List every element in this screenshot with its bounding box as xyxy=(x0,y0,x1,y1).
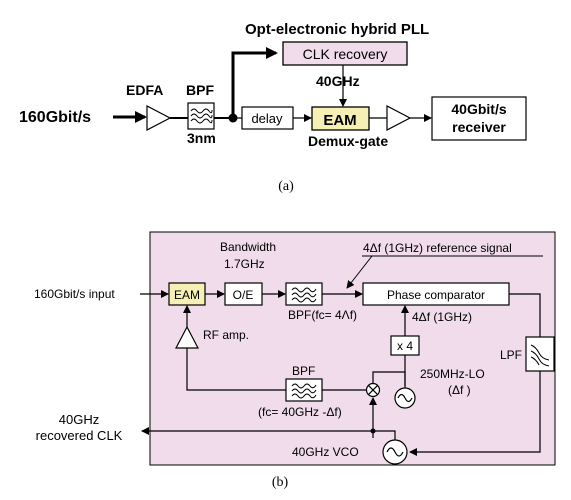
splitter-to-clk-arrow xyxy=(231,47,278,114)
lower-bpf-label: BPF xyxy=(292,364,315,378)
recovered-clk-line1: 40GHz xyxy=(59,412,99,427)
bpf-to-rf-amp-line xyxy=(186,348,286,391)
vco-oscillator-icon xyxy=(382,439,408,465)
rf-amplifier-icon xyxy=(175,325,199,349)
phase-comparator-label: Phase comparator xyxy=(387,288,485,302)
clk-recovery-box xyxy=(282,41,408,66)
lo-to-mixer-line xyxy=(372,371,406,388)
bandwidth-value: 1.7GHz xyxy=(224,257,265,271)
receiver-line2: receiver xyxy=(452,119,506,135)
multiplier-label: x 4 xyxy=(397,339,413,353)
input-label: 160Gbit/s input xyxy=(34,287,115,301)
eam-label-b: EAM xyxy=(174,288,200,302)
eam-label: EAM xyxy=(323,112,356,129)
lower-bpf-fc-label: (fc= 40GHz -Δf) xyxy=(258,405,342,419)
edfa-label: EDFA xyxy=(126,82,163,98)
lpf-label: LPF xyxy=(500,348,522,362)
rf-amp-label: RF amp. xyxy=(203,328,249,342)
splitter-dot xyxy=(228,113,238,123)
receiver-box xyxy=(431,96,527,141)
pll-background xyxy=(149,231,556,466)
four-delta-f-label: 4Δf (1GHz) xyxy=(412,310,472,324)
lower-bpf-filter-icon xyxy=(285,378,323,402)
pll-title: Opt-electronic hybrid PLL xyxy=(245,21,429,38)
caption-a: (a) xyxy=(278,179,294,194)
delay-label: delay xyxy=(251,111,283,126)
bandwidth-label: Bandwidth xyxy=(220,240,276,254)
bpf-filter-icon xyxy=(187,102,215,130)
reference-pointer-arrow xyxy=(346,255,373,289)
receiver-line1: 40Gbit/s xyxy=(451,101,506,117)
demux-gate-label: Demux-gate xyxy=(308,133,388,149)
freq-40ghz-label: 40GHz xyxy=(316,73,360,89)
lo-label: 250MHz-LO xyxy=(420,367,485,381)
vco-label: 40GHz VCO xyxy=(292,445,359,459)
bpf-bandwidth-label: 3nm xyxy=(187,130,216,146)
lpf-to-vco-arrow xyxy=(409,371,541,456)
recovered-clk-line2: recovered CLK xyxy=(36,428,123,443)
receiver-amplifier-icon xyxy=(386,105,412,131)
lo-oscillator-icon xyxy=(394,387,416,409)
vco-to-output-line xyxy=(373,430,396,440)
mixer-icon xyxy=(365,382,381,398)
reference-signal-label: 4Δf (1GHz) reference signal xyxy=(363,241,512,255)
upper-bpf-filter-icon xyxy=(285,282,323,306)
caption-b: (b) xyxy=(272,475,289,490)
clk-recovery-label: CLK recovery xyxy=(303,46,388,62)
bpf-label: BPF xyxy=(186,82,214,98)
oe-label: O/E xyxy=(233,288,254,302)
panel-b: Bandwidth 1.7GHz 4Δf (1GHz) reference si… xyxy=(34,231,556,490)
upper-bpf-label: BPF(fc= 4Λf) xyxy=(288,308,357,322)
comparator-to-lpf-line xyxy=(509,293,541,337)
edfa-amplifier-icon xyxy=(146,105,172,131)
input-rate-label: 160Gbit/s xyxy=(19,109,91,126)
panel-a: Opt-electronic hybrid PLL CLK recovery 4… xyxy=(19,21,527,194)
lpf-filter-icon xyxy=(525,336,555,372)
lo-delta-label: (Δf ) xyxy=(448,383,471,397)
